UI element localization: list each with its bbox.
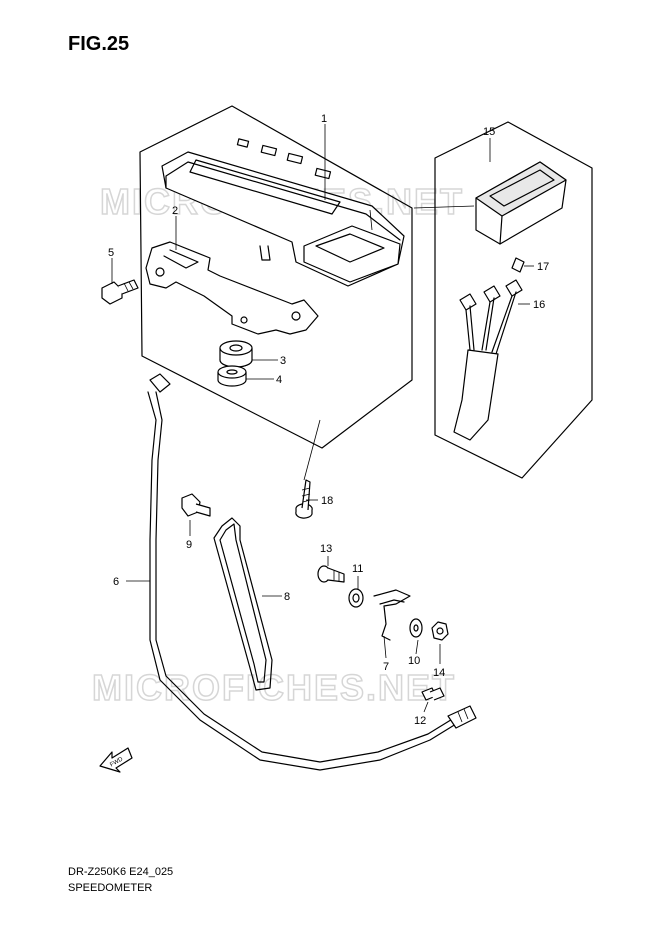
callout-1: 1 [321, 113, 327, 125]
document-name: SPEEDOMETER [68, 882, 153, 894]
cable-clamp [213, 517, 273, 691]
callout-9: 9 [186, 539, 192, 551]
callout-3: 3 [280, 355, 286, 367]
callout-numbers: 1 2 3 4 5 6 7 8 9 10 11 12 13 14 15 16 1… [108, 113, 549, 727]
bolt-13 [317, 565, 345, 583]
callout-14: 14 [433, 667, 445, 679]
spacer [217, 365, 247, 387]
grommet [219, 340, 253, 368]
speedometer-cable [147, 373, 477, 771]
clamp-7 [373, 589, 411, 641]
callout-5: 5 [108, 247, 114, 259]
bulb-sockets-harness [453, 279, 523, 441]
callout-15: 15 [483, 126, 495, 138]
harness-boundary-box [434, 121, 593, 479]
callout-8: 8 [284, 591, 290, 603]
document-code: DR-Z250K6 E24_025 [68, 866, 174, 878]
bulb [511, 257, 525, 273]
callout-11: 11 [352, 563, 363, 575]
callout-6: 6 [113, 576, 119, 588]
callout-17: 17 [537, 261, 549, 273]
callout-4: 4 [276, 374, 282, 386]
bracket [145, 241, 319, 335]
callout-2: 2 [172, 205, 178, 217]
washer-10 [409, 618, 423, 638]
case-guide-line [413, 205, 475, 209]
fwd-direction-arrow: FWD [99, 747, 133, 773]
screw-guide-line [303, 419, 321, 481]
meter-case [475, 161, 567, 245]
bolt-12 [421, 687, 445, 701]
leader-lines [111, 124, 534, 713]
watermark-bottom: MICROFICHES.NET [92, 667, 456, 708]
callout-10: 10 [408, 655, 420, 667]
callout-18: 18 [321, 495, 333, 507]
nut-14 [431, 621, 449, 641]
screw-18 [295, 479, 313, 519]
figure-title: FIG.25 [68, 33, 130, 55]
bolt-5 [101, 279, 139, 305]
callout-12: 12 [414, 715, 426, 727]
bolt-9 [181, 493, 211, 517]
speedometer-unit [161, 138, 405, 287]
washer-11 [348, 588, 364, 608]
callout-13: 13 [320, 543, 332, 555]
callout-7: 7 [383, 661, 389, 673]
callout-16: 16 [533, 299, 545, 311]
assembly-boundary-box [139, 105, 413, 449]
